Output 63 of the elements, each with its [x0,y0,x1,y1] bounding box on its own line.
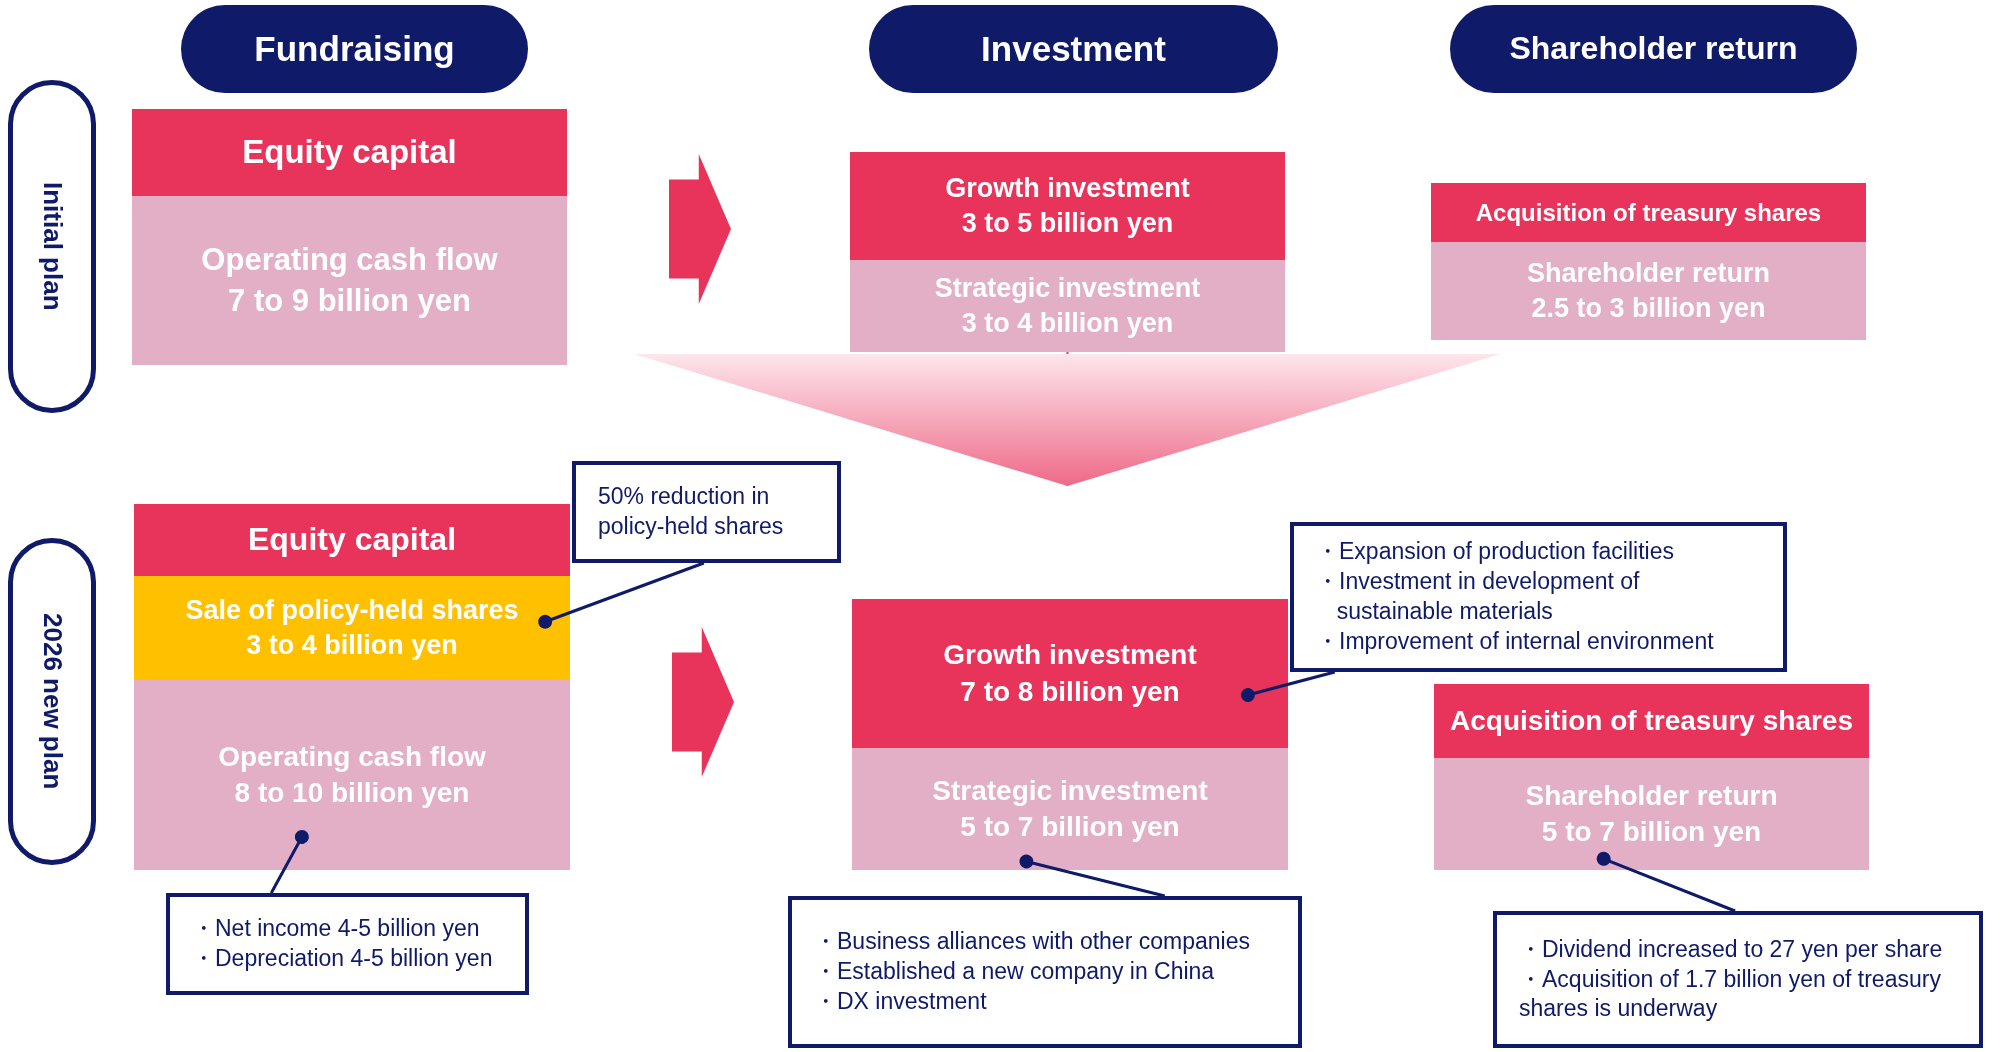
band-text: Strategic investment [934,271,1201,305]
leader-line [1240,670,1336,702]
band-text: Growth investment [943,638,1197,673]
callout-text: ・Business alliances with other companies [814,927,1250,957]
band-text: 3 to 4 billion yen [961,307,1174,340]
header-text: Initial plan [36,182,69,311]
leader-line [269,829,309,894]
band-text: Equity capital [247,520,456,560]
callout-box [166,893,529,995]
callout-text: ・Investment in development of sustainable materials [1316,567,1641,626]
leader-line [1596,851,1736,913]
callout-text: 50% reduction in policy-held shares [598,482,785,541]
callout-text: ・Dividend increased to 27 yen per share [1519,934,1943,964]
band-text: 7 to 9 billion yen [228,281,471,320]
band-text: Acquisition of treasury shares [1450,703,1853,738]
callout-box [1493,911,1983,1048]
value-band [1431,242,1866,340]
band-text: 7 to 8 billion yen [960,674,1180,709]
callout-box [788,896,1302,1048]
heading-band [850,152,1285,260]
band-text: 3 to 4 billion yen [246,629,458,662]
value-band [1434,758,1869,870]
band-text: 8 to 10 billion yen [234,776,470,810]
value-band [132,196,567,365]
leader-line [538,561,705,629]
band-text: 3 to 5 billion yen [961,207,1174,240]
value-band [850,260,1285,352]
callout-text: ・Established a new company in China [814,957,1215,987]
header-text: 2026 new plan [36,613,69,790]
heading-band [1431,183,1866,242]
callout-box [1290,522,1787,672]
band-text: 5 to 7 billion yen [960,810,1180,844]
callout-text: ・Expansion of production facilities [1316,537,1674,567]
band-text: Operating cash flow [218,739,486,774]
value-band [852,748,1288,870]
band-text: Shareholder return [1526,256,1771,290]
heading-band [134,504,570,576]
header-text: Fundraising [254,28,455,71]
band-text: Growth investment [945,171,1190,205]
callout-text: ・DX investment [814,986,987,1016]
heading-band [852,599,1288,748]
value-band [134,680,570,870]
callout-box [572,461,841,563]
highlight-band [134,576,570,680]
block-arrow [669,154,731,304]
band-text: Sale of policy-held shares [185,593,519,627]
band-text: Shareholder return [1525,778,1778,813]
heading-band [132,109,567,196]
block-arrow [672,627,734,777]
band-text: Acquisition of treasury shares [1475,197,1822,228]
downward-funnel-arrow [634,351,1501,487]
header-text: Shareholder return [1509,29,1798,69]
callout-text: ・Depreciation 4-5 billion yen [192,944,493,973]
callout-text: ・Improvement of internal environment [1316,626,1714,656]
band-text: 5 to 7 billion yen [1541,815,1762,849]
band-text: Operating cash flow [201,241,498,280]
callout-text: ・Acquisition of 1.7 billion yen of treasury shares is underway [1519,964,1942,1024]
header-text: Investment [981,28,1166,71]
band-text: Equity capital [242,132,457,173]
band-text: 2.5 to 3 billion yen [1531,292,1766,325]
band-text: Strategic investment [932,773,1208,808]
callout-text: ・Net income 4-5 billion yen [192,914,480,944]
heading-band [1434,684,1869,758]
